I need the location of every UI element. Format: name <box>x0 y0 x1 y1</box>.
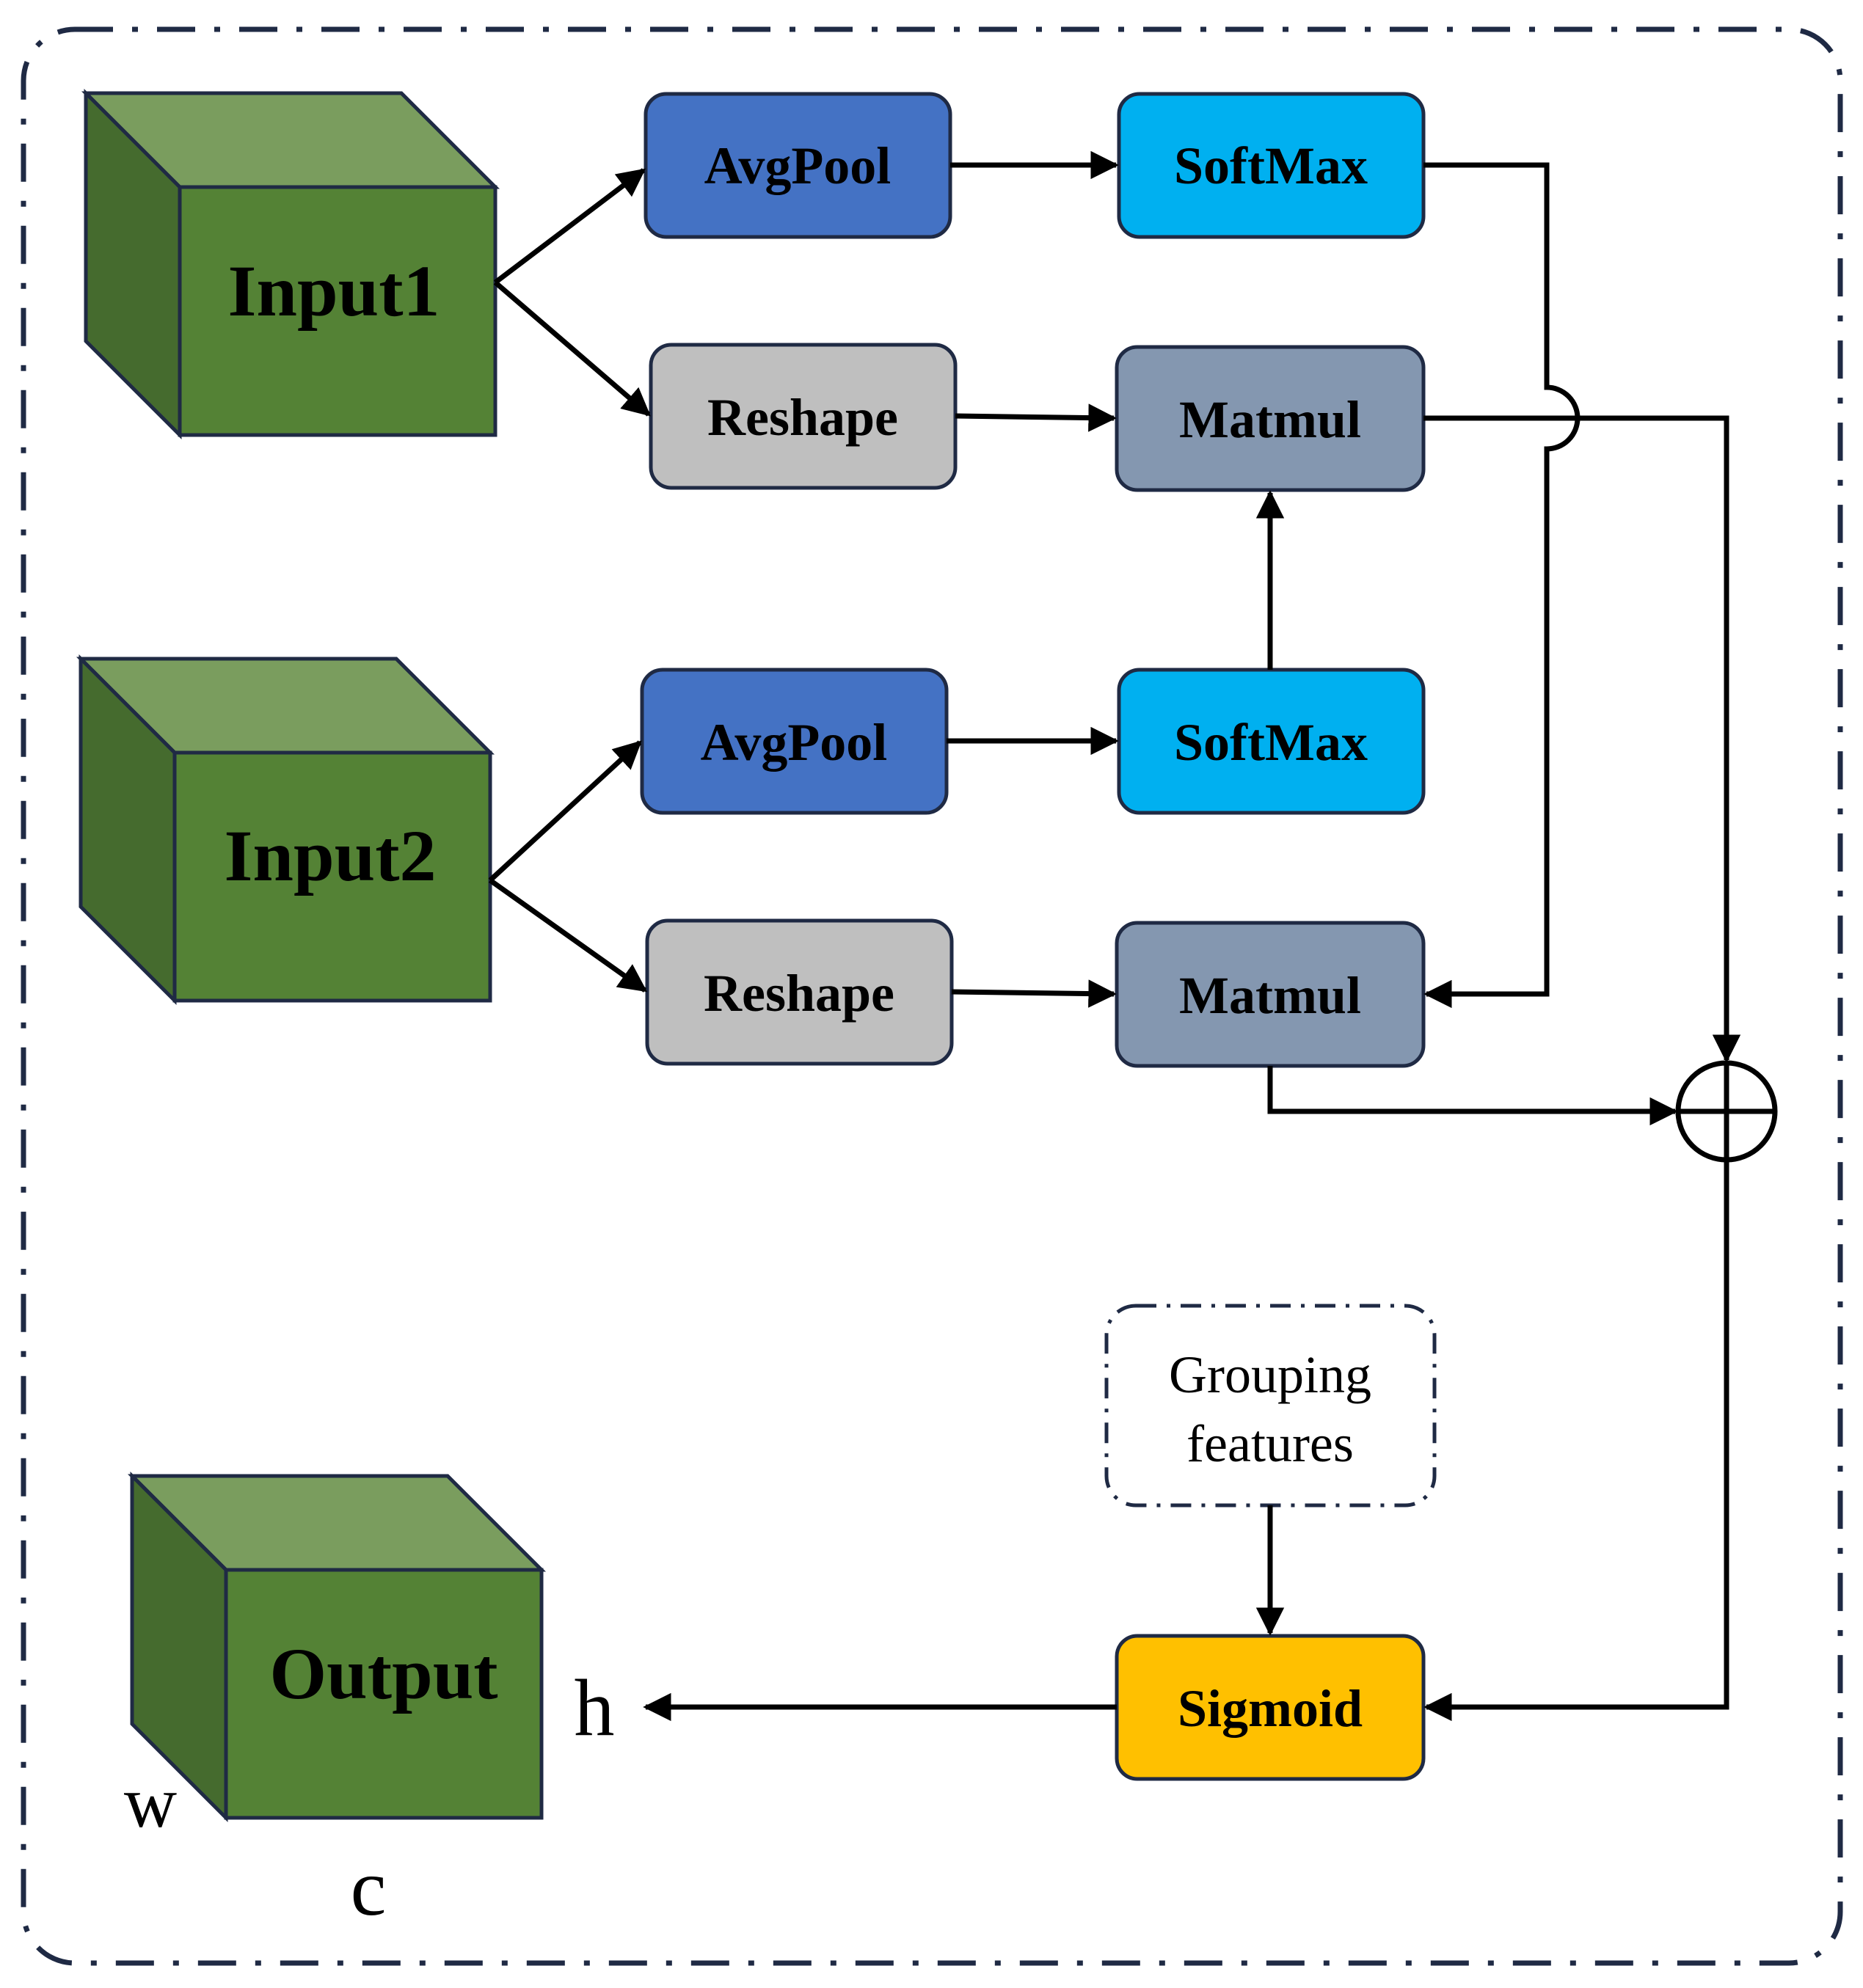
matmul-box-2: Matmul <box>1115 921 1426 1068</box>
reshape-box-2: Reshape <box>645 918 954 1066</box>
softmax-label-2: SoftMax <box>1174 713 1368 772</box>
output-cube: Output <box>127 1471 547 1823</box>
outer-frame <box>21 26 1843 1966</box>
softmax-box-2: SoftMax <box>1117 668 1426 815</box>
input1-label: Input1 <box>227 250 440 332</box>
arrow-input2-reshape <box>488 878 648 993</box>
arrow-input2-avgpool <box>488 740 642 882</box>
arrow-input1-reshape <box>493 280 651 417</box>
matmul-label-2: Matmul <box>1179 966 1361 1025</box>
input1-cube: Input1 <box>81 88 500 440</box>
reshape-label-1: Reshape <box>707 388 898 447</box>
matmul-box-1: Matmul <box>1115 345 1426 492</box>
grouping-features-box: Grouping features <box>1104 1304 1437 1508</box>
dim-w-label: w <box>124 1761 177 1843</box>
dim-h-label: h <box>575 1663 615 1753</box>
avgpool-label-2: AvgPool <box>701 713 888 772</box>
arrow-matmul2-add <box>1267 1066 1678 1126</box>
input2-cube: Input2 <box>76 654 495 1006</box>
input2-label: Input2 <box>224 815 436 896</box>
sigmoid-box: Sigmoid <box>1115 1634 1426 1781</box>
arrow-softmax1-matmul2 <box>1423 162 1581 1009</box>
avgpool-box-2: AvgPool <box>640 668 949 815</box>
grouping-line2: features <box>1186 1414 1354 1473</box>
output-label: Output <box>269 1633 497 1714</box>
matmul-label-1: Matmul <box>1179 390 1361 449</box>
arrow-reshape2-matmul2 <box>951 979 1117 1008</box>
connectors <box>488 150 1741 1722</box>
add-operator-icon <box>1675 1060 1778 1163</box>
softmax-box-1: SoftMax <box>1117 92 1426 239</box>
arrow-reshape1-matmul1 <box>955 403 1117 432</box>
avgpool-label-1: AvgPool <box>704 136 892 195</box>
dim-c-label: c <box>351 1843 387 1932</box>
arrow-matmul1-add <box>1423 415 1741 1063</box>
grouping-line1: Grouping <box>1169 1345 1371 1404</box>
reshape-label-2: Reshape <box>704 964 894 1023</box>
arrow-add-sigmoid <box>1423 1160 1729 1722</box>
avgpool-box-1: AvgPool <box>644 92 952 239</box>
arrow-input1-avgpool <box>493 168 646 285</box>
reshape-box-1: Reshape <box>649 343 958 490</box>
softmax-label-1: SoftMax <box>1174 136 1368 195</box>
sigmoid-label: Sigmoid <box>1178 1679 1363 1738</box>
